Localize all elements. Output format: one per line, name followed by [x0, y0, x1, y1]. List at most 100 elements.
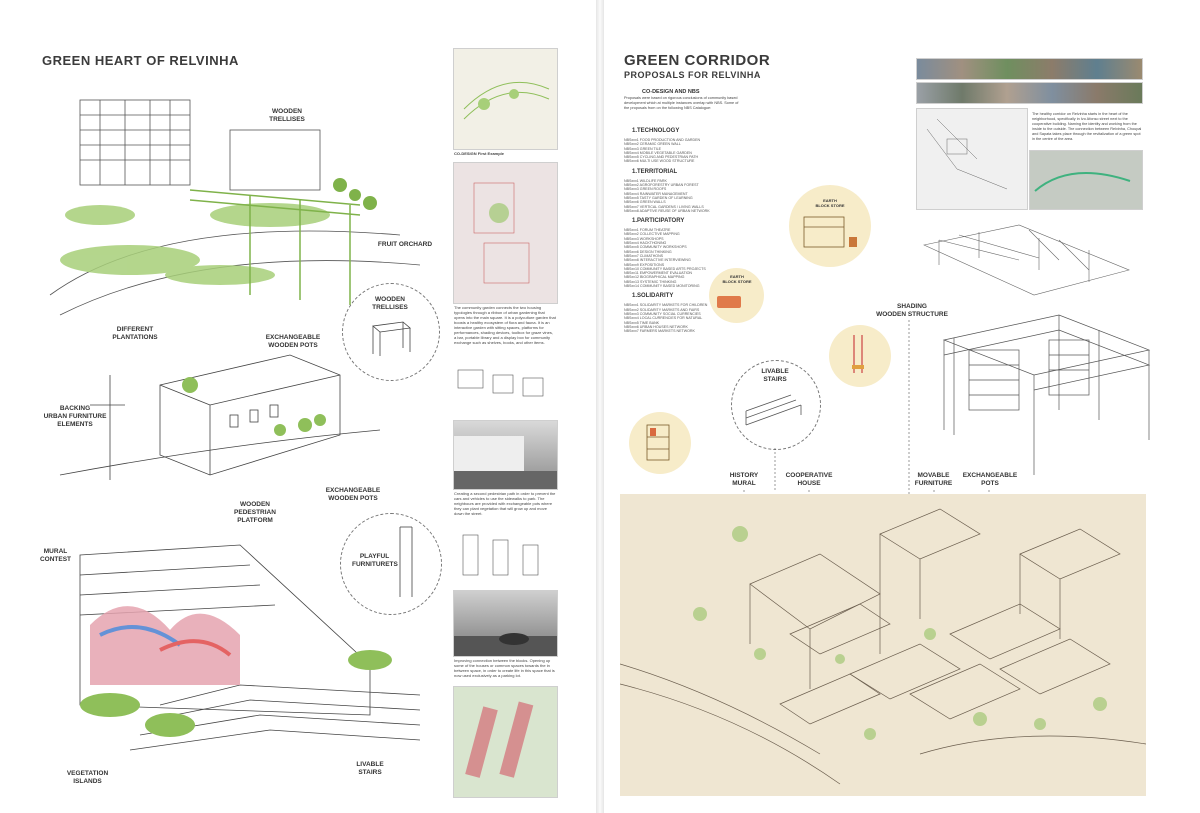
- nbs-list-item: NBSxx11 EMPOWERMENT EVALUATION: [624, 271, 693, 276]
- label-cooperative: COOPERATIVE HOUSE: [785, 472, 833, 487]
- nbs-section: 1.SOLIDARITY NBSxxx1 SOLIDARITY MARKETS F…: [624, 293, 744, 333]
- stairs-icon: [745, 394, 802, 426]
- label-shading: SHADING WOODEN STRUCTURE: [876, 303, 948, 318]
- stairs-sketch: [79, 544, 421, 751]
- label-movable: MOVABLE FURNITURE: [914, 472, 953, 487]
- label-earth-block-2: EARTH BLOCK STORE: [722, 274, 752, 284]
- nbs-list-item: NBSxxx9 EXPOSITIONS: [624, 262, 665, 267]
- label-livable-stairs-right: LIVABLE STAIRS: [761, 368, 789, 383]
- nbs-list-item: NBSxxx7 FARMERS MARKETS NETWORK: [624, 329, 695, 334]
- label-fruit-orchard: FRUIT ORCHARD: [377, 241, 433, 248]
- nbs-list-item: NBSxx13 SYSTEMIC THINKING: [624, 279, 677, 284]
- nbs-list-item: NBSxxx2 AGROFORESTRY URBAN FOREST: [624, 183, 699, 188]
- playful-circle: [340, 513, 442, 615]
- shading-circle: [829, 325, 891, 387]
- side-photo-street: [453, 420, 558, 490]
- label-playful: PLAYFUL FURNITURETS: [352, 553, 398, 568]
- label-wooden-trellises: WOODEN TRELLISES: [269, 108, 305, 123]
- street-sketch: [59, 354, 380, 480]
- nbs-list-item: NBSxxx5 TIME BANK: [624, 320, 660, 325]
- left-title: GREEN HEART OF RELVINHA: [42, 53, 239, 68]
- label-trellises-circle: WOODEN TRELLISES: [372, 296, 408, 311]
- side-text-2: Creating a second pedestrian path in ord…: [454, 491, 556, 516]
- nbs-list-item: NBSxxx8 ADAPTIVE REUSE OF URBAN NETWORK: [624, 208, 710, 213]
- nbs-list-item: NBSxx14 COMMUNITY BASED MONITORING: [624, 284, 700, 289]
- label-exchangeable-pots-1: EXCHANGEABLE WOODEN POTS: [265, 334, 321, 349]
- side-caption-1: CO-DESIGN First Example: [454, 151, 505, 156]
- label-backing: BACKING URBAN FURNITURE ELEMENTS: [43, 405, 107, 428]
- nbs-section-heading: 1.SOLIDARITY: [632, 293, 674, 300]
- nbs-list-item: NBSxxx1 FOOD PRODUCTION AND GARDEN: [624, 138, 701, 142]
- side-image-3: [453, 360, 556, 415]
- nbs-list-item: NBSxxx3 GREEN ROOFS: [624, 187, 667, 192]
- label-pedestrian: WOODEN PEDESTRIAN PLATFORM: [234, 501, 276, 524]
- earth-block-circle-2: [709, 268, 764, 323]
- nbs-section-heading: 1.TERRITORIAL: [632, 168, 678, 175]
- trellis-icon: [372, 321, 411, 356]
- nbs-list-item: NBSxx10 COMMUNITY BASED ARTS PROJECTS: [624, 266, 706, 271]
- side-image-4: [453, 525, 556, 585]
- trellis-circle: [342, 283, 440, 381]
- label-livable-stairs: LIVABLE STAIRS: [356, 761, 384, 776]
- nbs-list-item: NBSxxx6 URBAN HOUSES NETWORK: [624, 324, 688, 329]
- side-image-2: [453, 162, 558, 304]
- nbs-list-item: NBSxxx4 MOBILE VEGETABLE GARDEN: [624, 150, 692, 155]
- nbs-section-heading: 1.PARTICIPATORY: [632, 218, 685, 225]
- codesign-heading: CO-DESIGN AND NBS: [642, 89, 700, 95]
- shelf-icon: [646, 424, 670, 461]
- swing-icon: [852, 335, 864, 373]
- label-different-plantations: DIFFERENT PLANTATIONS: [112, 326, 158, 341]
- photo-strip-bottom: [916, 82, 1143, 104]
- nbs-list-item: NBSxxx6 MULTI USE WOOD STRUCTURE: [624, 159, 695, 164]
- label-exchangeable: EXCHANGEABLE POTS: [962, 472, 1018, 487]
- nbs-list-item: NBSxxx5 COMMUNITY WORKSHOPS: [624, 245, 687, 250]
- small-circle-bottom: [629, 412, 691, 474]
- sketch-map: [916, 108, 1028, 210]
- nbs-list-item: NBSxx12 BIOGRAPHICAL MAPPING: [624, 275, 685, 280]
- nbs-list-item: NBSxxx8 INTERACTIVE INTERVIEWING: [624, 258, 691, 263]
- side-text-1: The community garden connects the two ho…: [454, 305, 556, 345]
- nbs-list-item: NBSxxx2 CERAMIC GREEN WALL: [624, 142, 681, 147]
- nbs-list-item: NBSxxx7 VERTICAL GARDENS / LIVING WALLS: [624, 204, 704, 209]
- nbs-list-item: NBSxxx4 LOCAL CURRENCIES FOR NATURAL: [624, 316, 703, 321]
- side-photo-parking: [453, 590, 558, 657]
- livable-stairs-circle: [731, 360, 821, 450]
- nbs-list-item: NBSxxx5 TASTY GARDEN OF LEARNING: [624, 195, 693, 200]
- playful-icon: [399, 526, 413, 597]
- nbs-list-item: NBSxxx6 GREEN WALLS: [624, 200, 666, 205]
- label-history-mural: HISTORY MURAL: [729, 472, 759, 487]
- nbs-list-item: NBSxxx4 RAINWATER MANAGEMENT: [624, 191, 688, 196]
- right-side-text: The healthy corridor on Relvinha starts …: [1032, 112, 1142, 141]
- label-vegetation: VEGETATION ISLANDS: [66, 770, 109, 785]
- page-gutter: [596, 0, 604, 813]
- nbs-list-item: NBSxxx2 COLLECTIVE MAPPING: [624, 232, 680, 237]
- intro-text: Proposals were based on rigorous conclus…: [624, 96, 739, 110]
- earth-store-icon-2: [717, 296, 741, 308]
- right-title: GREEN CORRIDOR: [624, 52, 771, 69]
- nbs-list-item: NBSxxx7 CLIMATHONS: [624, 253, 664, 258]
- nbs-section: 1.TECHNOLOGY NBSxxx1 FOOD PRODUCTION AND …: [624, 128, 744, 164]
- side-image-aerial: [453, 686, 558, 798]
- nbs-list-item: NBSxxx4 HACKTHONING: [624, 241, 667, 246]
- nbs-list-item: NBSxxx5 CYCLING AND PEDESTRIAN PATH: [624, 155, 699, 160]
- nbs-list-item: NBSxxx3 WORKSHOPS: [624, 236, 664, 241]
- aerial-map: [1029, 150, 1143, 210]
- wooden-structure-main: [942, 314, 1151, 475]
- wooden-structure-top: [923, 224, 1130, 296]
- nbs-sections: 1.TECHNOLOGY NBSxxx1 FOOD PRODUCTION AND …: [624, 125, 744, 338]
- aerial-sketch: [620, 494, 1146, 796]
- earth-block-circle-1: [789, 185, 871, 267]
- nbs-section-heading: 1.TECHNOLOGY: [632, 128, 680, 134]
- nbs-list-item: NBSxxx1 SOLIDARITY MARKETS FOR CHILDREN: [624, 303, 708, 308]
- label-exchangeable-pots-2: EXCHANGEABLE WOODEN POTS: [325, 487, 381, 502]
- right-subtitle: PROPOSALS FOR RELVINHA: [624, 70, 761, 80]
- nbs-list-item: NBSxxx1 FORUM THEATRE: [624, 228, 671, 233]
- label-mural-contest: MURAL CONTEST: [39, 548, 72, 563]
- nbs-list-item: NBSxxx6 DESIGN THINKING: [624, 249, 672, 254]
- label-earth-block-1: EARTH BLOCK STORE: [815, 198, 845, 208]
- earth-store-icon-1: [803, 216, 857, 248]
- garden-sketch: [49, 99, 421, 316]
- side-image-1: [453, 48, 558, 150]
